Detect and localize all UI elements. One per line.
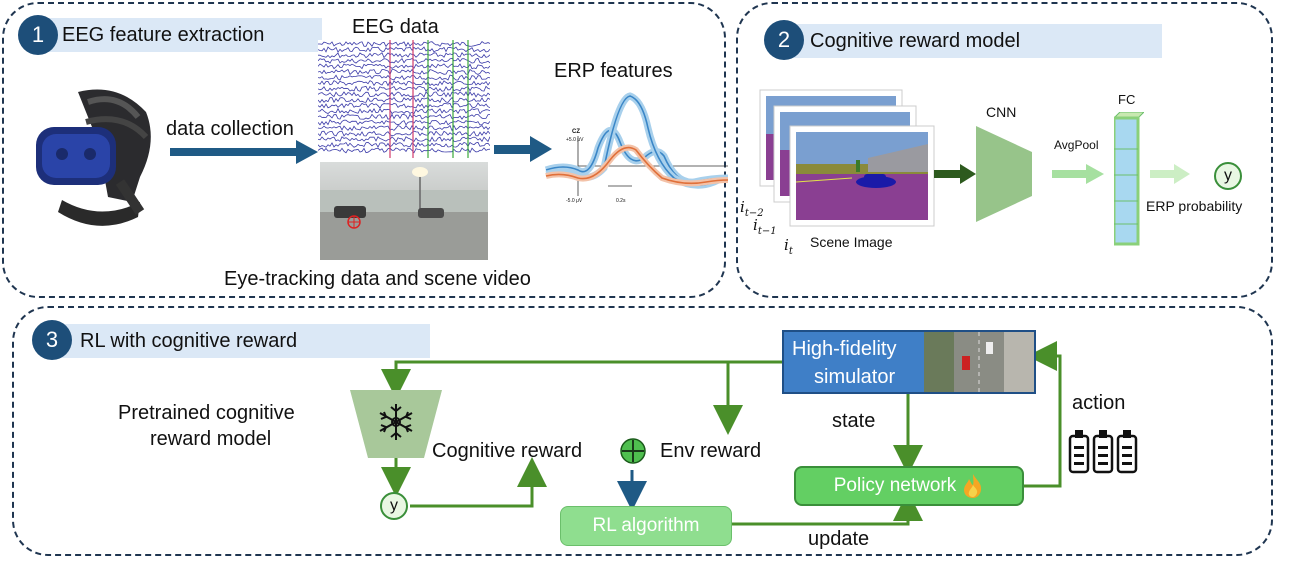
- vr-headset-image: [36, 89, 151, 226]
- frame-label-t-1: it−1: [753, 216, 777, 237]
- scene-image-label: Scene Image: [810, 234, 893, 250]
- eeg-trace: [318, 113, 490, 120]
- panel3-title-bar: RL with cognitive reward: [56, 324, 430, 358]
- update-label: update: [808, 528, 870, 550]
- erp-waveform-plot: [544, 92, 728, 196]
- eeg-trace: [318, 119, 490, 126]
- panel3-title: RL with cognitive reward: [80, 329, 298, 352]
- eeg-trace: [318, 63, 490, 70]
- data-collection-label: data collection: [166, 118, 294, 140]
- simulator-aerial-view: [924, 332, 1034, 392]
- eye-tracking-label: Eye-tracking data and scene video: [224, 268, 531, 290]
- eeg-trace: [318, 85, 490, 92]
- cognitive-reward-label: Cognitive reward: [432, 440, 583, 462]
- erp-top-scale: +5.0 μV: [566, 137, 584, 143]
- eeg-trace: [318, 74, 490, 81]
- env-reward-label: Env reward: [660, 440, 762, 462]
- action-label: action: [1072, 392, 1126, 414]
- controller-icon: [1068, 430, 1138, 474]
- simulator-label-line2: simulator: [814, 366, 896, 388]
- eeg-trace: [318, 96, 490, 104]
- eeg-trace: [318, 57, 490, 64]
- eeg-trace: [318, 41, 490, 48]
- panel3-number-badge: 3: [32, 320, 72, 360]
- eeg-data-label: EEG data: [352, 16, 439, 38]
- panel3-output-y: y: [380, 492, 408, 520]
- panel1-number-badge: 1: [18, 15, 58, 55]
- state-label: state: [832, 410, 876, 432]
- eeg-trace: [318, 136, 490, 143]
- scene-image-stack: [759, 89, 935, 227]
- pretrained-model-label-line2: reward model: [150, 428, 272, 450]
- eeg-trace: [318, 107, 490, 115]
- scene-to-cnn-arrow: [934, 164, 976, 184]
- panel2-title-bar: Cognitive reward model: [780, 24, 1162, 58]
- panel1-title-bar: EEG feature extraction: [38, 18, 322, 52]
- snowflake-icon: [379, 404, 413, 440]
- plus-circle-icon: [620, 438, 646, 464]
- eeg-trace: [318, 80, 490, 87]
- fc-layer: [1114, 112, 1144, 246]
- erp-time-scale: 0.2s: [616, 198, 626, 204]
- fc-label: FC: [1118, 92, 1136, 107]
- eeg-signal-plot: [318, 40, 490, 158]
- panel2-title: Cognitive reward model: [810, 29, 1021, 52]
- panel2-output-y: y: [1214, 162, 1242, 190]
- erp-probability-label: ERP probability: [1146, 198, 1243, 214]
- panel-rl-cognitive-reward: [12, 306, 1273, 556]
- fire-icon: [964, 474, 982, 498]
- eeg-trace: [318, 68, 490, 76]
- eeg-trace: [318, 130, 490, 137]
- eeg-trace: [318, 102, 490, 109]
- policy-network-label: Policy network: [833, 475, 957, 496]
- cnn-label: CNN: [986, 104, 1017, 120]
- eeg-trace: [318, 46, 490, 53]
- fc-to-output-arrow: [1150, 164, 1190, 184]
- scene-frame-t: [789, 125, 935, 227]
- panel2-number-badge: 2: [764, 20, 804, 60]
- simulator-label-line1: High-fidelity: [792, 338, 897, 360]
- panel-cognitive-reward-model: [736, 2, 1273, 298]
- policy-network-box: Policy network: [794, 466, 1024, 506]
- erp-bottom-scale: -5.0 μV: [566, 198, 583, 204]
- avgpool-label: AvgPool: [1054, 138, 1099, 152]
- eeg-trace: [318, 124, 490, 132]
- eeg-to-erp-arrow: [494, 136, 552, 162]
- frame-label-t: it: [784, 236, 793, 257]
- cnn-to-fc-arrow: [1052, 164, 1104, 184]
- frame-label-t-2: it−2: [740, 198, 764, 219]
- erp-features-label: ERP features: [554, 60, 673, 82]
- cnn-block: [976, 126, 1032, 222]
- panel1-title: EEG feature extraction: [62, 23, 265, 46]
- rl-algorithm-box: RL algorithm: [560, 506, 732, 546]
- eeg-trace: [318, 52, 490, 59]
- pretrained-model-label-line1: Pretrained cognitive: [118, 402, 295, 424]
- eeg-trace: [318, 141, 490, 148]
- high-fidelity-simulator-box: High-fidelity simulator: [782, 330, 1036, 394]
- eeg-trace: [318, 91, 490, 98]
- eeg-trace: [318, 147, 490, 154]
- scene-video-frame: [320, 162, 488, 260]
- erp-channel-label: CZ: [572, 129, 580, 135]
- panel-eeg-feature-extraction: [2, 2, 726, 298]
- data-collection-arrow: [170, 140, 318, 164]
